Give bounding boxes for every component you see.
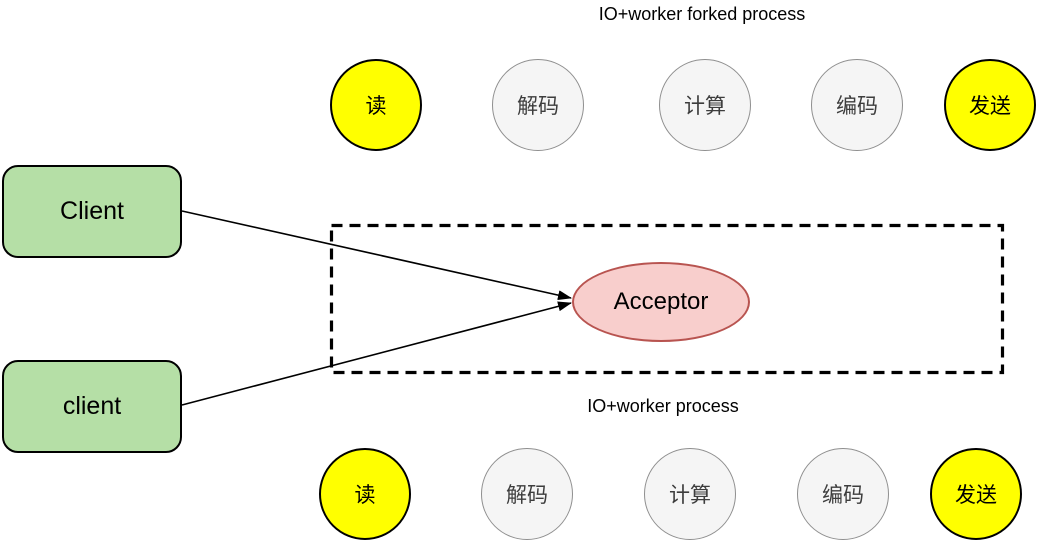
bottom-stage-read: 读 <box>319 448 411 540</box>
bottom-stage-decode: 解码 <box>481 448 573 540</box>
bottom-stage-send: 发送 <box>930 448 1022 540</box>
top-stage-send: 发送 <box>944 59 1036 151</box>
bottom-stage-compute: 计算 <box>644 448 736 540</box>
arrow-client-to-acceptor <box>181 210 572 301</box>
arrow-client2-to-acceptor <box>181 301 572 406</box>
top-stage-decode: 解码 <box>492 59 584 151</box>
bottom-process-title: IO+worker process <box>587 396 739 416</box>
client-box-lower: client <box>2 360 182 453</box>
top-stage-compute: 计算 <box>659 59 751 151</box>
top-stage-read-icon: 读 <box>330 59 422 151</box>
top-stage-encode: 编码 <box>811 59 903 151</box>
acceptor-node: Acceptor <box>572 262 750 342</box>
top-process-title: IO+worker forked process <box>598 4 806 24</box>
client-box-upper: Client <box>2 165 182 258</box>
bottom-stage-encode: 编码 <box>797 448 889 540</box>
